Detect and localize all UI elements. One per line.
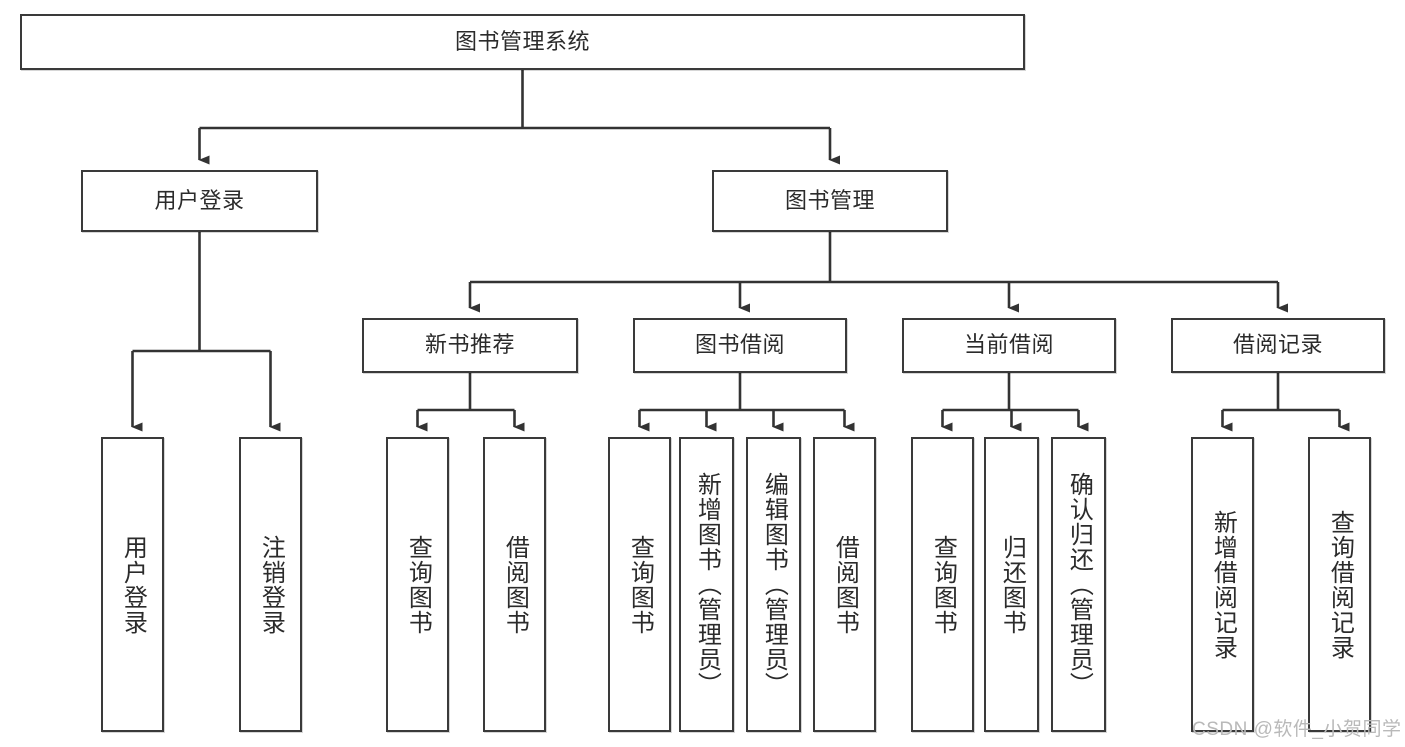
node-root-label: 图书管理系统 (454, 28, 590, 54)
leaf-newbook-query-label: 查询图书 (404, 534, 432, 635)
leaf-record-add[interactable]: 新增借阅记录 (1191, 437, 1254, 732)
leaf-borrow-borrow-label: 借阅图书 (831, 534, 859, 635)
leaf-newbook-query[interactable]: 查询图书 (386, 437, 449, 732)
leaf-user-login[interactable]: 用户登录 (101, 437, 164, 732)
node-current-borrow-label: 当前借阅 (963, 332, 1054, 358)
leaf-current-return[interactable]: 归还图书 (984, 437, 1039, 732)
leaf-current-confirm-admin-label: 确认归还（管理员） (1065, 472, 1093, 697)
leaf-borrow-query-label: 查询图书 (626, 534, 654, 635)
node-book-management-module-label: 图书管理 (784, 187, 875, 213)
node-new-book-recommend[interactable]: 新书推荐 (362, 318, 578, 373)
leaf-borrow-edit-admin-label: 编辑图书（管理员） (760, 472, 788, 697)
leaf-borrow-query[interactable]: 查询图书 (608, 437, 671, 732)
leaf-borrow-add-admin-label: 新增图书（管理员） (693, 472, 721, 697)
node-borrow-record-label: 借阅记录 (1232, 332, 1323, 358)
leaf-current-query-label: 查询图书 (929, 534, 957, 635)
node-book-management-module[interactable]: 图书管理 (712, 170, 948, 232)
node-root[interactable]: 图书管理系统 (20, 14, 1025, 70)
csdn-watermark: CSDN @软件_小贺同学 (1192, 719, 1402, 740)
leaf-user-login-label: 用户登录 (119, 534, 147, 635)
node-book-borrow-label: 图书借阅 (694, 332, 785, 358)
leaf-record-query[interactable]: 查询借阅记录 (1308, 437, 1371, 732)
node-user-login-module[interactable]: 用户登录 (81, 170, 318, 232)
leaf-user-logout[interactable]: 注销登录 (239, 437, 302, 732)
leaf-borrow-edit-admin[interactable]: 编辑图书（管理员） (746, 437, 801, 732)
leaf-record-query-label: 查询借阅记录 (1326, 509, 1354, 660)
leaf-current-confirm-admin[interactable]: 确认归还（管理员） (1051, 437, 1106, 732)
node-book-borrow[interactable]: 图书借阅 (633, 318, 847, 373)
node-borrow-record[interactable]: 借阅记录 (1171, 318, 1385, 373)
leaf-current-query[interactable]: 查询图书 (911, 437, 974, 732)
leaf-record-add-label: 新增借阅记录 (1209, 509, 1237, 660)
leaf-borrow-add-admin[interactable]: 新增图书（管理员） (679, 437, 734, 732)
node-new-book-recommend-label: 新书推荐 (424, 332, 515, 358)
leaf-user-logout-label: 注销登录 (257, 534, 285, 635)
leaf-borrow-borrow[interactable]: 借阅图书 (813, 437, 876, 732)
leaf-newbook-borrow-label: 借阅图书 (501, 534, 529, 635)
leaf-current-return-label: 归还图书 (998, 534, 1026, 635)
node-user-login-module-label: 用户登录 (154, 187, 245, 213)
node-current-borrow[interactable]: 当前借阅 (902, 318, 1116, 373)
leaf-newbook-borrow[interactable]: 借阅图书 (483, 437, 546, 732)
